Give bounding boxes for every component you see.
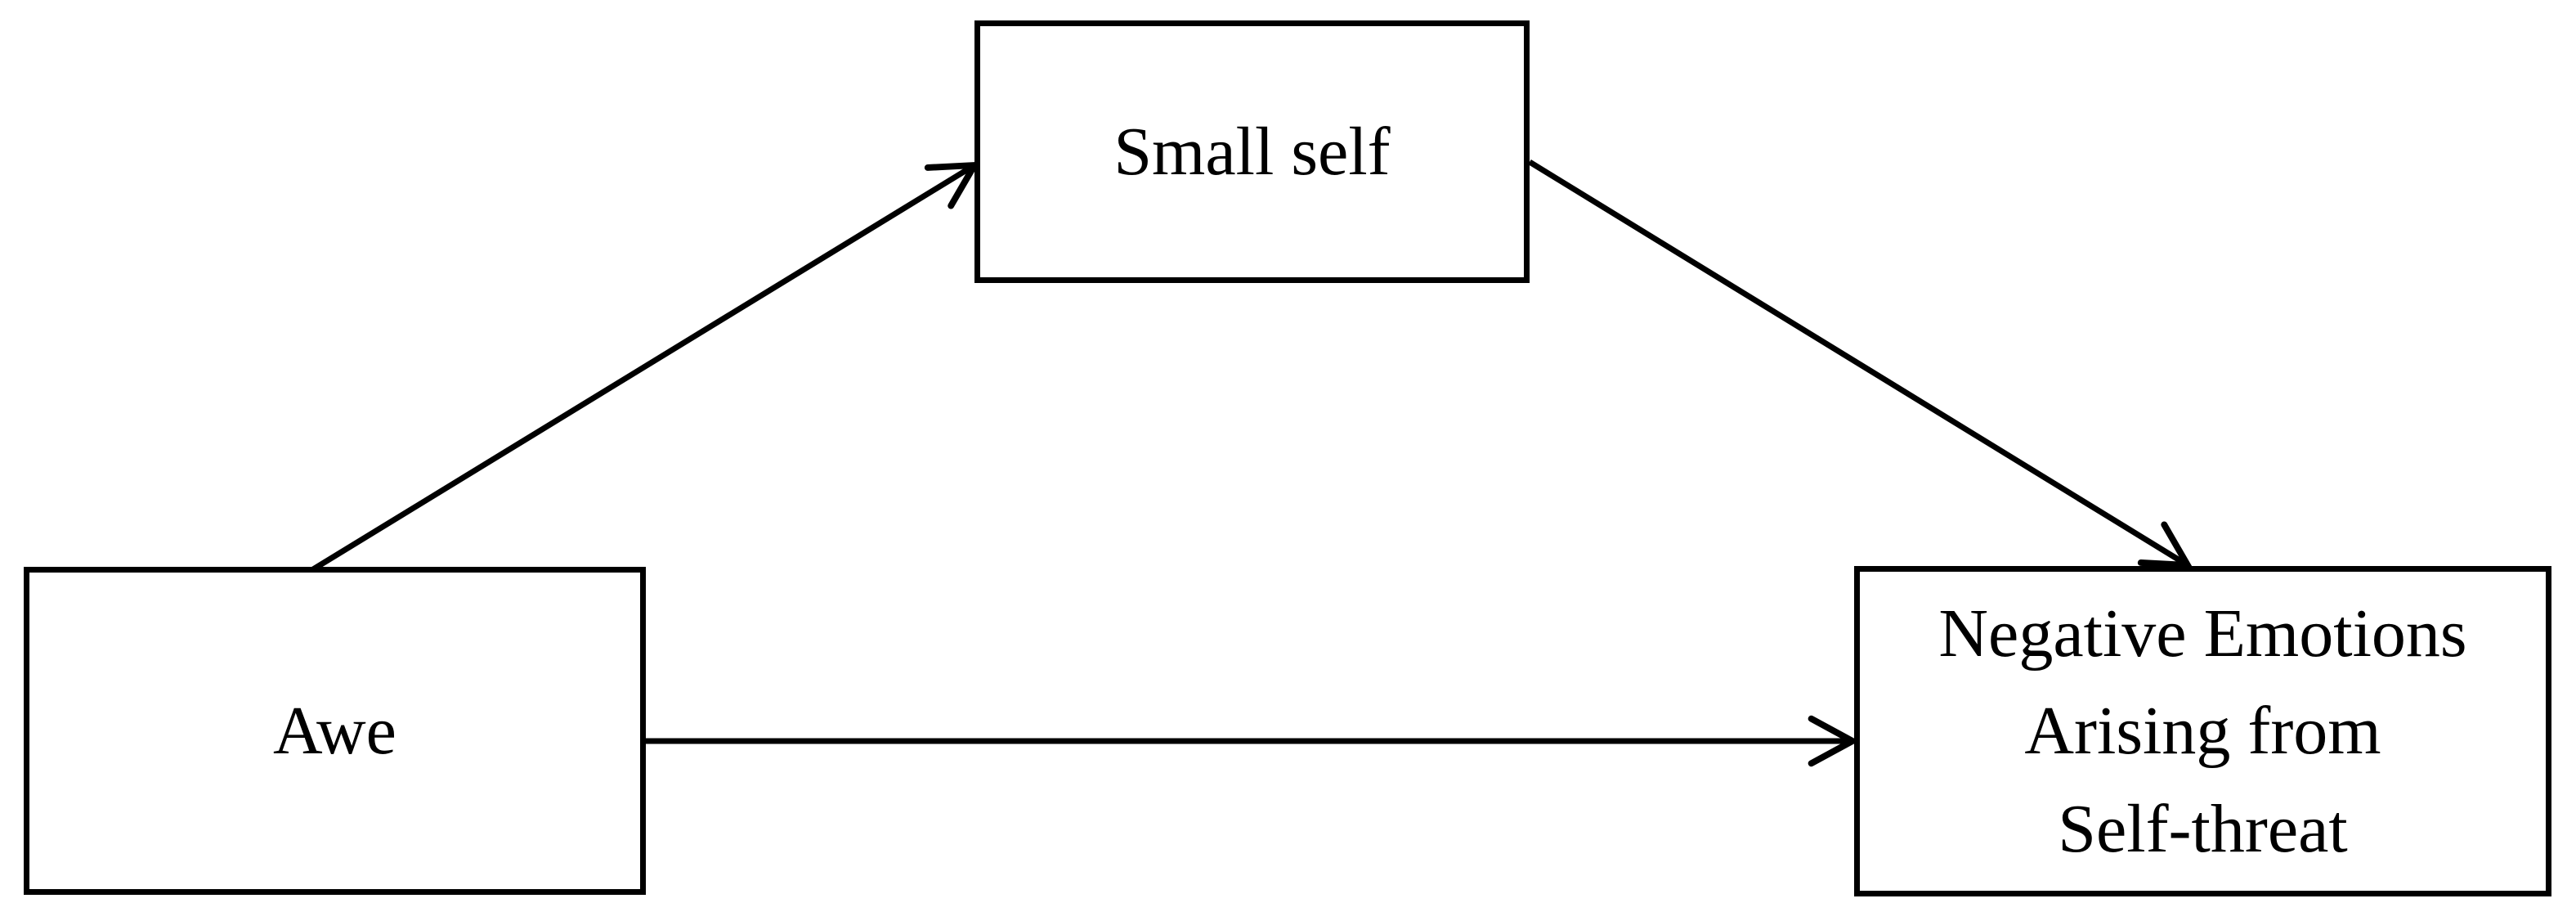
- node-negative-emotions-label-line-1: Negative Emotions: [1938, 595, 2467, 672]
- node-small-self-label: Small self: [1113, 113, 1391, 190]
- node-awe: Awe: [24, 567, 646, 895]
- node-negative-emotions-label-line-3: Self-threat: [2058, 790, 2348, 867]
- node-awe-label: Awe: [273, 692, 396, 769]
- node-small-self: Small self: [974, 20, 1530, 283]
- edge-awe-to-small-self: [311, 165, 974, 572]
- node-negative-emotions-label-line-2: Arising from: [2024, 693, 2381, 770]
- edge-small-self-to-negative-emotions: [1528, 159, 2188, 565]
- node-negative-emotions: Negative Emotions Arising from Self-thre…: [1854, 566, 2551, 896]
